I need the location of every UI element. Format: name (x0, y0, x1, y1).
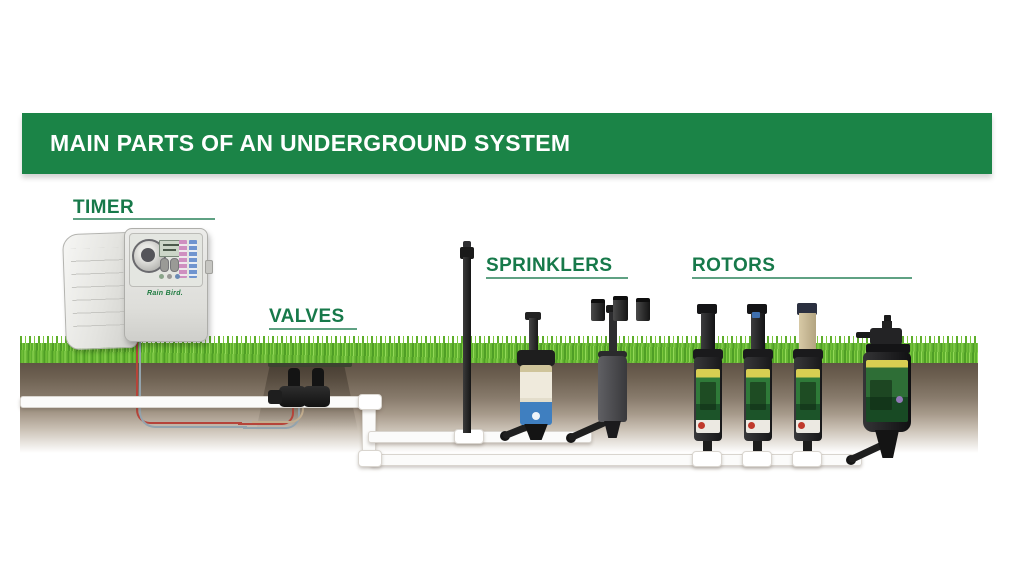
valve-wire-gray (139, 342, 247, 428)
impact-arm (856, 332, 876, 338)
sprinkler2-rim (598, 351, 627, 358)
rotor2-flange (743, 349, 773, 360)
rotor1-tee-fitting (692, 451, 722, 467)
rotor2-tee-fitting (742, 451, 772, 467)
timer-button-gray (167, 274, 172, 279)
timer-arrow-button-right (170, 258, 179, 272)
valve-body-1 (279, 386, 306, 407)
rotors-underline (692, 277, 912, 279)
valve-body-2 (303, 386, 330, 407)
sprinkler1-stem (529, 318, 538, 354)
elbow-fitting-top (358, 394, 382, 410)
rotor2-stem (751, 313, 765, 353)
rotor1-flange (693, 349, 723, 360)
nozzle-3 (636, 298, 650, 321)
sprinkler2-cap (606, 305, 618, 313)
grass-tips (20, 336, 978, 344)
valve-solenoid-1 (288, 368, 300, 390)
elbow-fitting-bottom (358, 450, 382, 467)
timer-button-column-pink (179, 240, 187, 278)
grass-strip (20, 343, 978, 363)
page-title: MAIN PARTS OF AN UNDERGROUND SYSTEM (50, 130, 571, 156)
rotor3-stem (799, 313, 816, 353)
nozzle-1 (591, 299, 605, 321)
rotor2-nozzle-window (752, 312, 760, 318)
timer-dial-knob (141, 248, 155, 262)
timer-underline (73, 218, 215, 220)
sprinklers-label: SPRINKLERS (486, 255, 613, 276)
sprinklers-underline (486, 277, 628, 279)
impact-pivot (882, 321, 892, 330)
rotor1-stem (701, 313, 715, 353)
rotor3-label-picture (800, 382, 816, 410)
impact-label-dot (896, 396, 903, 403)
rotor2-cap (747, 304, 767, 314)
sprinkler1-flange (517, 350, 555, 366)
rotors-label: ROTORS (692, 255, 776, 276)
rotor3-riser-stub (803, 437, 812, 454)
impact-head (870, 328, 902, 345)
sprinkler1-inlet (524, 424, 548, 440)
timer-brand-logo: Rain Bird. (146, 290, 184, 297)
rotor1-riser-stub (703, 437, 712, 454)
timer-button-blue (175, 274, 180, 279)
valve-wire-tan-riser (252, 402, 304, 423)
rotor2-riser-stub (753, 437, 762, 454)
rotor-lateral-pipe (370, 454, 862, 466)
timer-arrow-button-left (160, 258, 169, 272)
rotor2-label-dot (748, 422, 755, 429)
timer-button-green (159, 274, 164, 279)
valve-box-lid (268, 360, 352, 367)
sprinkler1-cap (525, 312, 541, 320)
rotor3-tee-fitting (792, 451, 822, 467)
valves-label: VALVES (269, 306, 345, 327)
impact-finial (884, 315, 891, 322)
rotor1-label-picture (700, 382, 716, 410)
sprinkler2-inlet (604, 421, 621, 438)
manifold-end-fitting (268, 390, 282, 404)
riser-cap (460, 247, 474, 259)
impact-base-plate (866, 344, 910, 353)
rotor1-cap (697, 304, 717, 314)
sprinkler2-body (598, 356, 627, 422)
nozzle-2 (613, 296, 628, 321)
rotor3-flange (793, 349, 823, 360)
timer-side-latch (205, 260, 213, 274)
sprinkler1-label-dot (532, 412, 540, 420)
valve-wire-red (136, 342, 242, 424)
sprinkler2-stem (609, 312, 617, 356)
rotor3-cap (797, 303, 817, 315)
rotor2-label-picture (750, 382, 766, 410)
rotor1-label-dot (698, 422, 705, 429)
timer-button-column-blue (189, 240, 197, 278)
valves-underline (269, 328, 357, 330)
rotor3-label-dot (798, 422, 805, 429)
shrub-riser-pipe (463, 257, 471, 433)
timer-label: TIMER (73, 197, 135, 218)
header-banner: MAIN PARTS OF AN UNDERGROUND SYSTEM (22, 113, 992, 174)
riser-nozzle-tip (463, 241, 471, 248)
impact-label-picture (870, 380, 892, 410)
timer-door-vents (70, 247, 126, 333)
valve-solenoid-2 (312, 368, 324, 390)
